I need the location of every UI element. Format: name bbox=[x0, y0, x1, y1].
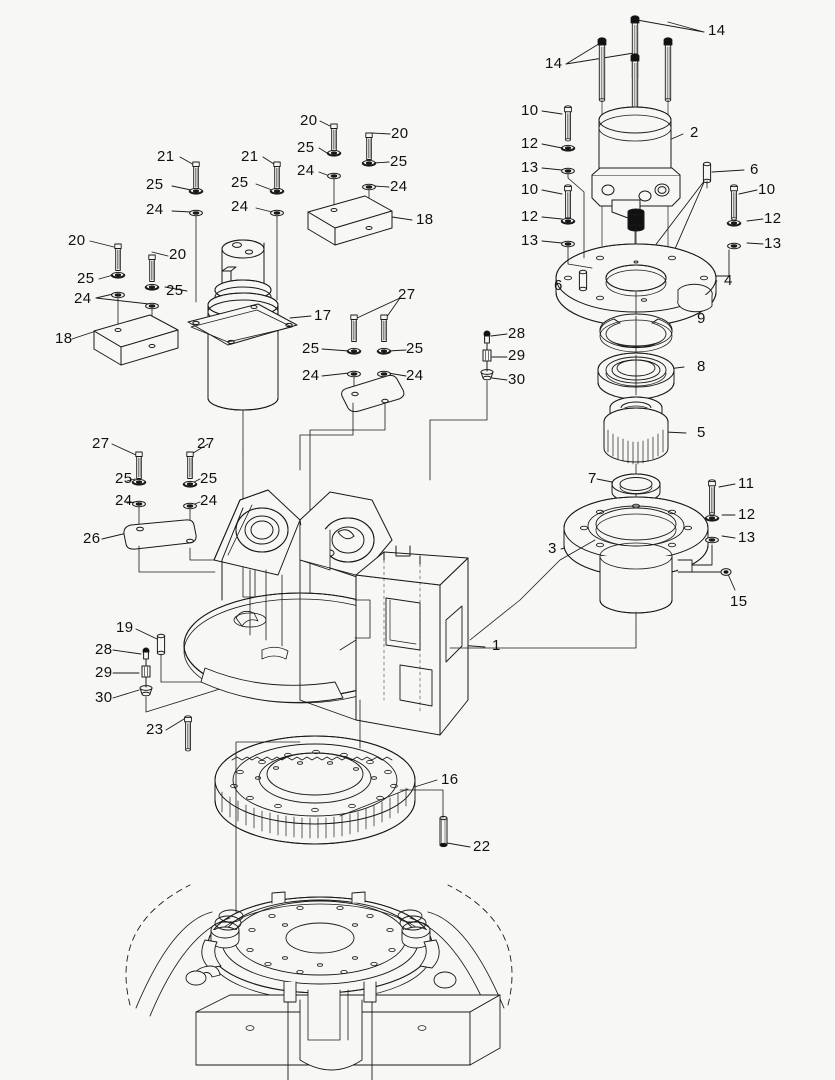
callout-4: 4 bbox=[724, 272, 733, 289]
callout-18-a: 18 bbox=[416, 211, 434, 228]
callout-13-b: 13 bbox=[521, 232, 539, 249]
callout-30-a: 30 bbox=[508, 371, 526, 388]
callout-2: 2 bbox=[690, 124, 699, 141]
callout-10-c: 10 bbox=[758, 181, 776, 198]
callout-24-f: 24 bbox=[302, 367, 320, 384]
callout-13-c: 13 bbox=[764, 235, 782, 252]
callout-12-c: 12 bbox=[764, 210, 782, 227]
callout-21-a: 21 bbox=[157, 148, 175, 165]
callout-9: 9 bbox=[697, 310, 706, 327]
callout-24-b: 24 bbox=[231, 198, 249, 215]
callout-14-a: 14 bbox=[708, 22, 726, 39]
callout-24-c: 24 bbox=[297, 162, 315, 179]
callout-24-a: 24 bbox=[146, 201, 164, 218]
callout-24-e: 24 bbox=[74, 290, 92, 307]
callout-25-h: 25 bbox=[406, 340, 424, 357]
callout-18-b: 18 bbox=[55, 330, 73, 347]
callout-24-i: 24 bbox=[200, 492, 218, 509]
callout-12-d: 12 bbox=[738, 506, 756, 523]
callout-8: 8 bbox=[697, 358, 706, 375]
callout-26: 26 bbox=[83, 530, 101, 547]
callout-24-d: 24 bbox=[390, 178, 408, 195]
callout-27-c: 27 bbox=[197, 435, 215, 452]
callout-13-d: 13 bbox=[738, 529, 756, 546]
callout-14-b: 14 bbox=[545, 55, 563, 72]
callout-20-d: 20 bbox=[169, 246, 187, 263]
callout-25-a: 25 bbox=[146, 176, 164, 193]
callout-6-left: 6 bbox=[554, 277, 563, 294]
callout-27-a: 27 bbox=[398, 286, 416, 303]
callout-5: 5 bbox=[697, 424, 706, 441]
callout-10-b: 10 bbox=[521, 181, 539, 198]
callout-25-i: 25 bbox=[115, 470, 133, 487]
callout-13-a: 13 bbox=[521, 159, 539, 176]
callout-20-a: 20 bbox=[300, 112, 318, 129]
callout-20-c: 20 bbox=[68, 232, 86, 249]
callout-12-a: 12 bbox=[521, 135, 539, 152]
callout-10-a: 10 bbox=[521, 102, 539, 119]
callout-21-b: 21 bbox=[241, 148, 259, 165]
callout-29-b: 29 bbox=[95, 664, 113, 681]
callout-24-h: 24 bbox=[115, 492, 133, 509]
callout-19: 19 bbox=[116, 619, 134, 636]
callout-3: 3 bbox=[548, 540, 557, 557]
callout-25-f: 25 bbox=[166, 282, 184, 299]
callout-24-g: 24 bbox=[406, 367, 424, 384]
callout-22: 22 bbox=[473, 838, 491, 855]
callout-11: 11 bbox=[738, 475, 755, 492]
callout-25-g: 25 bbox=[302, 340, 320, 357]
callout-15: 15 bbox=[730, 593, 748, 610]
callout-25-e: 25 bbox=[77, 270, 95, 287]
callout-20-b: 20 bbox=[391, 125, 409, 142]
callout-25-d: 25 bbox=[390, 153, 408, 170]
callout-25-j: 25 bbox=[200, 470, 218, 487]
callout-17: 17 bbox=[314, 307, 332, 324]
callout-27-b: 27 bbox=[92, 435, 110, 452]
callout-12-b: 12 bbox=[521, 208, 539, 225]
callout-6-right: 6 bbox=[750, 161, 759, 178]
callout-16: 16 bbox=[441, 771, 459, 788]
callout-1: 1 bbox=[492, 637, 501, 654]
callout-30-b: 30 bbox=[95, 689, 113, 706]
callout-23: 23 bbox=[146, 721, 164, 738]
callout-25-c: 25 bbox=[297, 139, 315, 156]
callout-28-a: 28 bbox=[508, 325, 526, 342]
callout-7: 7 bbox=[588, 470, 597, 487]
callout-25-b: 25 bbox=[231, 174, 249, 191]
callout-28-b: 28 bbox=[95, 641, 113, 658]
callout-29-a: 29 bbox=[508, 347, 526, 364]
